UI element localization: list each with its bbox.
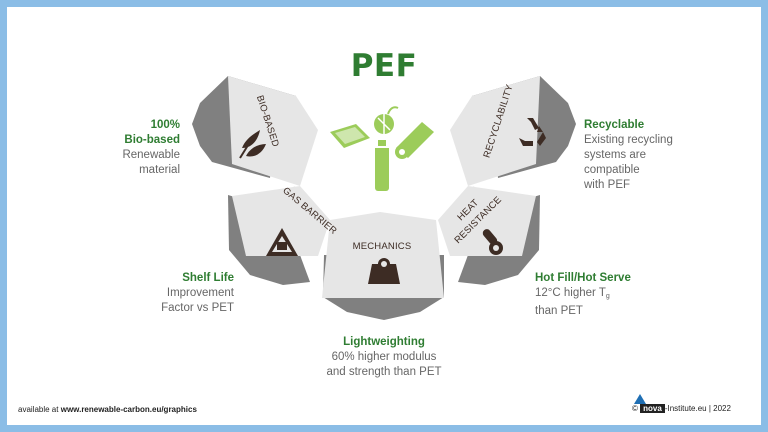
callout-shelf-heading: Shelf Life [182,272,234,284]
nova-logo-mark-icon [634,394,647,404]
segment-label-mechanics: MECHANICS [353,241,412,252]
callout-recyclable: Recyclable Existing recycling systems ar… [584,118,694,193]
footer-copyright-symbol: © [632,404,638,413]
segment-gas-barrier [232,186,330,256]
callout-bio-heading-2: Bio-based [124,134,180,146]
callout-lightweighting: Lightweighting 60% higher modulus and st… [300,335,468,380]
callout-hot-line-2: than PET [535,305,583,317]
page-title: PEF [350,48,418,84]
callout-hot-fill: Hot Fill/Hot Serve 12°C higher Tg than P… [535,271,655,319]
tray-icon [330,124,370,148]
film-roll-icon [395,122,434,159]
callout-recyclable-line-2: systems are [584,149,646,161]
callout-recyclable-line-3: compatible [584,164,640,176]
callout-recyclable-line-1: Existing recycling [584,134,673,146]
thermometer-icon [482,229,503,255]
callout-light-line-2: and strength than PET [326,366,442,378]
hazard-box-icon [266,228,298,256]
callout-bio-heading-1: 100% [150,119,180,131]
callout-light-line-1: 60% higher modulus [331,351,437,363]
bottle-icon [375,140,389,191]
callout-hot-line-1: 12°C higher Tg [535,286,655,304]
callout-shelf-life: Shelf Life Improvement Factor vs PET [150,271,234,316]
callout-light-heading: Lightweighting [343,336,425,348]
nova-logo: nova [634,394,665,413]
coconut-icon [374,106,399,134]
leaves-icon [239,130,266,159]
footer-source: available at www.renewable-carbon.eu/gra… [18,405,197,414]
footer-copyright: © nova -Institute.eu | 2022 [632,394,731,413]
callout-recyclable-heading: Recyclable [584,119,645,131]
callout-shelf-line-2: Factor vs PET [161,302,234,314]
callout-bio-based: 100% Bio-based Renewable material [110,118,180,178]
weight-icon [368,258,400,284]
segment-mechanics [322,212,444,298]
callout-recyclable-line-4: with PEF [584,179,631,191]
footer-available-prefix: available at [18,405,59,414]
segment-heat-resistance [438,186,536,256]
nova-logo-text: nova [643,404,662,413]
callout-hot-heading: Hot Fill/Hot Serve [535,272,631,284]
segment-bio-based [228,76,318,186]
recycle-icon [519,118,546,146]
footer-org-suffix: -Institute.eu | 2022 [664,404,731,413]
callout-hot-subscript: g [605,293,610,300]
callout-shelf-line-1: Improvement [166,287,234,299]
callout-bio-line-2: material [139,164,180,176]
callout-hot-line-1-text: 12°C higher T [535,287,606,299]
callout-bio-line-1: Renewable [122,149,180,161]
footer-source-link[interactable]: www.renewable-carbon.eu/graphics [60,405,197,414]
segment-recyclability [450,76,540,186]
